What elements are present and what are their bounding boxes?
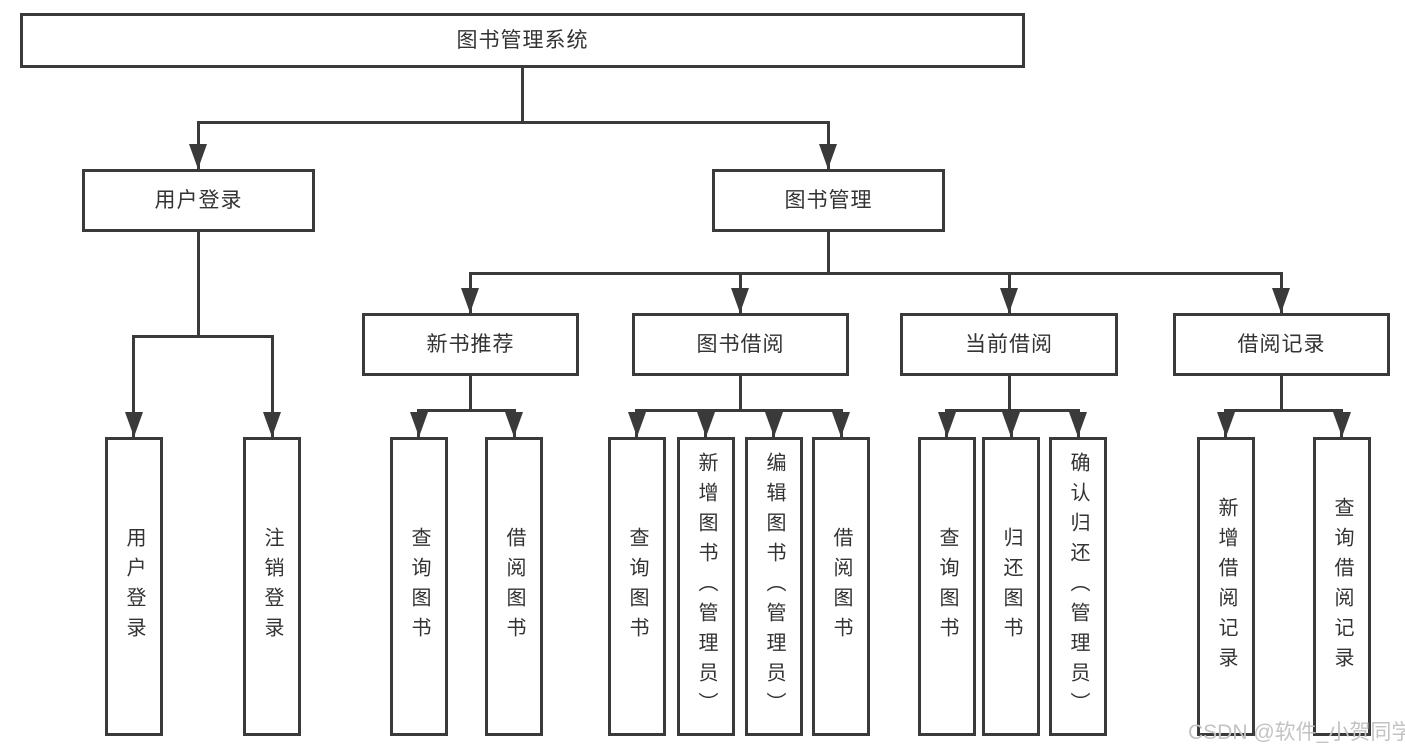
node-borrowing-records: 借阅记录 <box>1173 313 1390 376</box>
leaf-add-books-admin: 新增图书（管理员） <box>677 437 735 736</box>
connector-line <box>469 376 472 409</box>
connector-line <box>271 335 274 437</box>
leaf-query-books-recommend: 查询图书 <box>390 437 448 736</box>
leaf-return-books: 归还图书 <box>982 437 1040 736</box>
leaf-add-borrow-record-label: 新增借阅记录 <box>1215 496 1237 677</box>
connector-line <box>469 272 1283 275</box>
connector-line <box>132 335 135 437</box>
arrowhead-down-icon <box>765 412 783 437</box>
leaf-borrow-books-recommend: 借阅图书 <box>485 437 543 736</box>
leaf-logout-login: 注销登录 <box>243 437 301 736</box>
leaf-query-books-current: 查询图书 <box>918 437 976 736</box>
arrowhead-down-icon <box>1217 412 1235 437</box>
leaf-user-login-label: 用户登录 <box>123 526 145 647</box>
connector-line <box>739 376 742 409</box>
node-new-book-recommendation: 新书推荐 <box>362 313 579 376</box>
connector-line <box>521 68 524 121</box>
node-library-system: 图书管理系统 <box>20 13 1025 68</box>
connector-line <box>827 232 830 272</box>
watermark: CSDN @软件_小贺同学 <box>1188 721 1405 744</box>
arrowhead-down-icon <box>819 144 837 169</box>
arrowhead-down-icon <box>410 412 428 437</box>
connector-line <box>197 121 830 124</box>
node-book-borrowing-label: 图书借阅 <box>696 333 785 356</box>
arrowhead-down-icon <box>832 412 850 437</box>
leaf-query-books-borrowing-label: 查询图书 <box>626 526 648 647</box>
node-book-management: 图书管理 <box>712 169 945 232</box>
connector-line <box>635 409 843 412</box>
arrowhead-down-icon <box>731 288 749 313</box>
leaf-add-books-admin-label: 新增图书（管理员） <box>695 451 717 722</box>
arrowhead-down-icon <box>938 412 956 437</box>
connector-line <box>1280 376 1283 409</box>
leaf-logout-login-label: 注销登录 <box>261 526 283 647</box>
connector-line <box>197 232 200 335</box>
node-current-borrowing: 当前借阅 <box>900 313 1118 376</box>
connector-line <box>1008 376 1011 409</box>
arrowhead-down-icon <box>1272 288 1290 313</box>
leaf-query-books-borrowing: 查询图书 <box>608 437 666 736</box>
arrowhead-down-icon <box>1333 412 1351 437</box>
arrowhead-down-icon <box>263 412 281 437</box>
node-borrowing-records-label: 借阅记录 <box>1237 333 1326 356</box>
node-library-system-label: 图书管理系统 <box>456 29 589 52</box>
node-user-login-label: 用户登录 <box>154 189 243 212</box>
leaf-borrow-books: 借阅图书 <box>812 437 870 736</box>
leaf-edit-books-admin: 编辑图书（管理员） <box>745 437 803 736</box>
leaf-borrow-books-recommend-label: 借阅图书 <box>503 526 525 647</box>
arrowhead-down-icon <box>461 288 479 313</box>
leaf-query-borrow-record: 查询借阅记录 <box>1313 437 1371 736</box>
leaf-query-books-recommend-label: 查询图书 <box>408 526 430 647</box>
leaf-add-borrow-record: 新增借阅记录 <box>1197 437 1255 736</box>
arrowhead-down-icon <box>189 144 207 169</box>
node-book-management-label: 图书管理 <box>784 189 873 212</box>
connector-line <box>417 409 516 412</box>
node-book-borrowing: 图书借阅 <box>632 313 849 376</box>
leaf-user-login: 用户登录 <box>105 437 163 736</box>
arrowhead-down-icon <box>125 412 143 437</box>
leaf-edit-books-admin-label: 编辑图书（管理员） <box>763 451 785 722</box>
arrowhead-down-icon <box>1000 288 1018 313</box>
node-current-borrowing-label: 当前借阅 <box>965 333 1053 356</box>
connector-line <box>132 335 274 338</box>
leaf-query-borrow-record-label: 查询借阅记录 <box>1331 496 1353 677</box>
leaf-return-books-label: 归还图书 <box>1000 526 1022 647</box>
arrowhead-down-icon <box>1002 412 1020 437</box>
node-new-book-recommendation-label: 新书推荐 <box>426 333 515 356</box>
leaf-query-books-current-label: 查询图书 <box>936 526 958 647</box>
arrowhead-down-icon <box>1069 412 1087 437</box>
arrowhead-down-icon <box>697 412 715 437</box>
node-user-login: 用户登录 <box>82 169 315 232</box>
leaf-borrow-books-label: 借阅图书 <box>830 526 852 647</box>
connector-line <box>1224 409 1343 412</box>
leaf-confirm-return-admin-label: 确认归还（管理员） <box>1067 451 1089 722</box>
leaf-confirm-return-admin: 确认归还（管理员） <box>1049 437 1107 736</box>
arrowhead-down-icon <box>628 412 646 437</box>
arrowhead-down-icon <box>505 412 523 437</box>
